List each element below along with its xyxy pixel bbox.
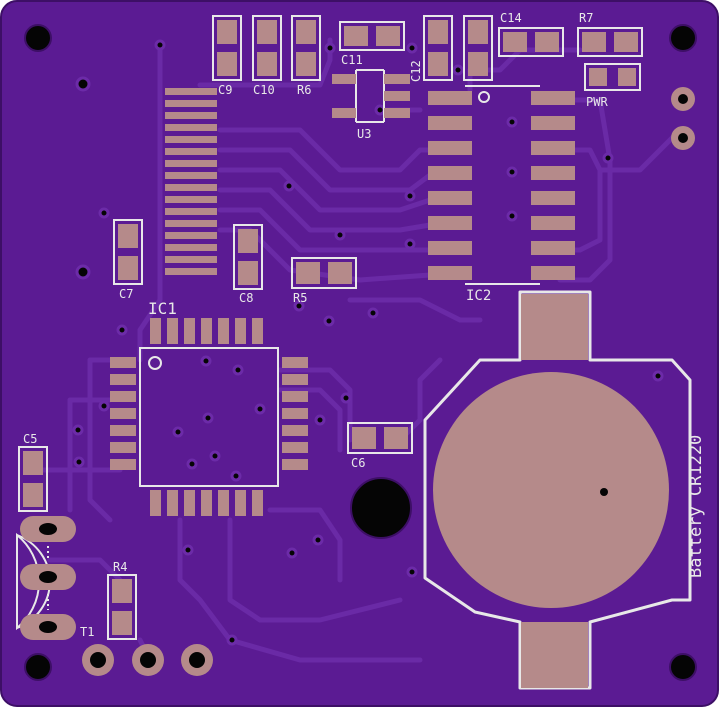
- c14-label: C14: [500, 11, 522, 25]
- c8-component: C8: [233, 224, 263, 305]
- r4-component: R4: [107, 560, 137, 640]
- c13-component: [463, 15, 493, 81]
- c7-component: C7: [113, 219, 143, 301]
- left-connector-pads: [165, 88, 217, 275]
- c5-label: C5: [23, 432, 37, 446]
- battery-top-pad: [521, 294, 588, 360]
- ic1-label: IC1: [148, 299, 177, 318]
- r6-label: R6: [297, 83, 311, 97]
- ic2-component: IC2: [428, 85, 575, 304]
- c10-label: C10: [253, 83, 275, 97]
- u3-component: U3: [332, 69, 410, 141]
- pwr-label: PWR: [586, 95, 608, 109]
- mounting-hole-top-right: [669, 24, 697, 52]
- vias: [28, 39, 664, 646]
- r4-label: R4: [113, 560, 127, 574]
- right-header-pads: [671, 87, 695, 150]
- c6-label: C6: [351, 456, 365, 470]
- c14-component: C14: [498, 11, 564, 57]
- c12-component: C12: [409, 15, 453, 82]
- r7-label: R7: [579, 11, 593, 25]
- c5-component: C5: [18, 432, 48, 512]
- c11-label: C11: [341, 53, 363, 67]
- battery-label: Battery CR1220: [686, 435, 706, 578]
- r5-component: R5: [291, 257, 357, 305]
- t1-label: T1: [80, 625, 94, 639]
- r7-component: R7: [577, 11, 643, 57]
- c9-component: C9: [212, 15, 242, 97]
- c9-label: C9: [218, 83, 232, 97]
- mounting-hole-center: [350, 477, 412, 539]
- c10-component: C10: [252, 15, 282, 97]
- ic2-label: IC2: [466, 288, 491, 304]
- u3-label: U3: [357, 127, 371, 141]
- battery-center-pad: [433, 372, 669, 608]
- battery-holder: Battery CR1220: [423, 290, 706, 690]
- t1-component: T1: [16, 516, 94, 640]
- mounting-holes: [24, 24, 697, 681]
- mounting-hole-top-left: [24, 24, 52, 52]
- mounting-hole-bottom-right: [669, 653, 697, 681]
- c7-label: C7: [119, 287, 133, 301]
- ic1-component: IC1: [110, 299, 308, 516]
- pwr-led-component: PWR: [584, 63, 641, 109]
- r6-component: R6: [291, 15, 321, 97]
- c8-label: C8: [239, 291, 253, 305]
- bottom-header-pads: [82, 644, 213, 676]
- mounting-hole-bottom-left: [24, 653, 52, 681]
- c11-component: C11: [339, 21, 405, 67]
- r5-label: R5: [293, 291, 307, 305]
- c6-component: C6: [347, 422, 413, 470]
- battery-bottom-pad: [521, 622, 588, 688]
- c12-label: C12: [409, 60, 423, 82]
